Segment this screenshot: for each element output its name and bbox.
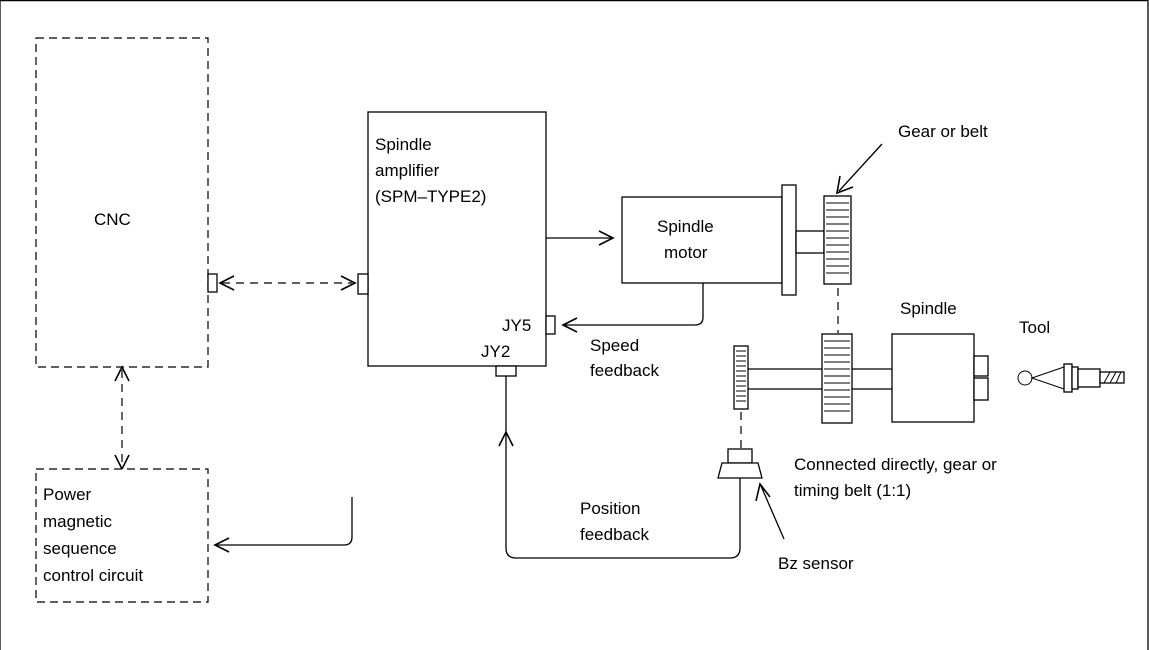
motor-box xyxy=(621,196,783,284)
speed-feedback-line: Speed feedback xyxy=(561,283,704,380)
jy2-label: JY2 xyxy=(481,342,510,361)
spindle-shaft xyxy=(748,368,892,390)
jy2-connector xyxy=(495,365,517,377)
bz-sensor xyxy=(717,448,763,494)
motor-block: Spindle motor xyxy=(621,184,825,296)
position-feedback-line-2: feedback xyxy=(580,525,649,544)
jy5-label: JY5 xyxy=(502,316,531,335)
tool-label: Tool xyxy=(1019,318,1050,337)
spindle-box xyxy=(891,333,975,423)
gear-leader-arrow xyxy=(835,143,883,195)
position-feedback-line: Position feedback xyxy=(498,376,741,559)
bz-leader-arrow xyxy=(755,482,785,540)
motor-flange xyxy=(781,184,797,296)
power-line-2: magnetic xyxy=(43,512,112,531)
position-feedback-line-1: Position xyxy=(580,499,640,518)
power-line-3: sequence xyxy=(43,539,117,558)
amplifier-block: Spindle amplifier (SPM–TYPE2) JY5 JY2 xyxy=(357,111,556,377)
motor-shaft xyxy=(795,230,825,254)
cnc-label: CNC xyxy=(94,210,131,229)
tool-drawing: Tool xyxy=(1017,318,1125,393)
sensor-gear xyxy=(733,345,749,410)
cnc-box xyxy=(35,37,209,368)
gear-or-belt-label: Gear or belt xyxy=(898,122,988,141)
amplifier-box xyxy=(367,111,547,367)
connected-line-2: timing belt (1:1) xyxy=(794,481,911,500)
cnc-connector xyxy=(207,273,218,293)
power-line-4: control circuit xyxy=(43,566,143,585)
speed-feedback-line-2: feedback xyxy=(590,361,659,380)
lower-gear xyxy=(821,333,853,424)
amplifier-cnc-connector xyxy=(357,273,369,295)
bz-sensor-label: Bz sensor xyxy=(778,554,854,573)
speed-feedback-line-1: Speed xyxy=(590,336,639,355)
amplifier-line-2: amplifier xyxy=(375,161,440,180)
amplifier-line-1: Spindle xyxy=(375,135,432,154)
power-circuit-box xyxy=(35,468,209,603)
amplifier-line-3: (SPM–TYPE2) xyxy=(375,187,486,206)
jy5-connector xyxy=(545,315,556,335)
motor-line-2: motor xyxy=(664,243,708,262)
upper-gear xyxy=(823,195,852,285)
spindle-body: Spindle xyxy=(891,299,989,423)
cnc-power-link xyxy=(114,365,130,471)
connected-line-1: Connected directly, gear or xyxy=(794,455,997,474)
motor-line-1: Spindle xyxy=(657,217,714,236)
spindle-label: Spindle xyxy=(900,299,957,318)
power-line-1: Power xyxy=(43,485,92,504)
cnc-amplifier-link xyxy=(218,275,357,291)
amplifier-motor-link xyxy=(546,230,615,246)
cnc-block: CNC xyxy=(35,37,218,368)
power-control-line xyxy=(213,497,353,553)
power-circuit-block: Power magnetic sequence control circuit xyxy=(35,468,209,603)
